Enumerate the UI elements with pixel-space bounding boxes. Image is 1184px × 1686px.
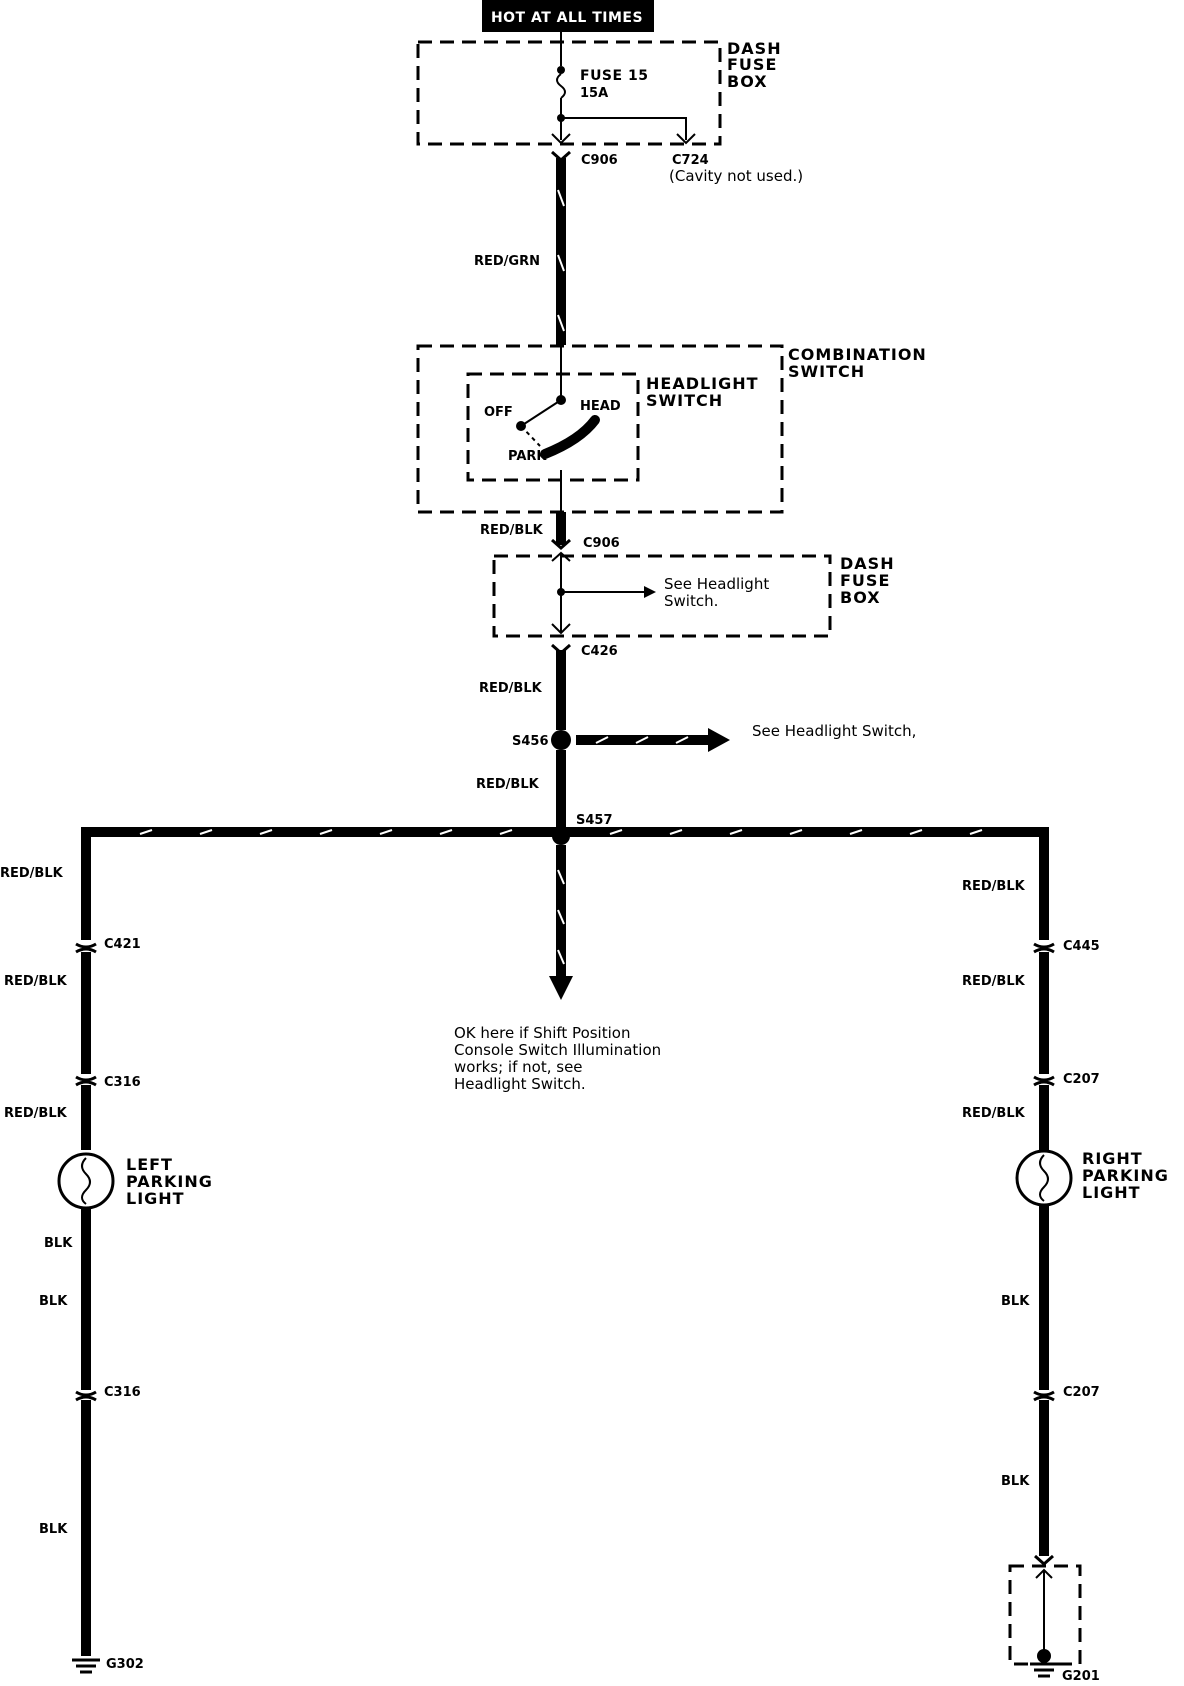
connector-c421: C421 xyxy=(104,937,141,952)
wire-red-blk-upper xyxy=(551,512,571,562)
connector-c445: C445 xyxy=(1063,939,1100,954)
mid-dash-fuse-box: DASH FUSE BOX See Headlight Switch. xyxy=(492,554,895,638)
left-blk-label-1: BLK xyxy=(44,1236,73,1251)
right-light-label-3: LIGHT xyxy=(1082,1183,1141,1202)
top-fuse-box-label-2: FUSE xyxy=(727,55,777,74)
wire-red-blk-c426 xyxy=(551,643,571,730)
top-fuse-box-label-3: BOX xyxy=(727,72,768,91)
left-blk-label-3: BLK xyxy=(39,1522,68,1537)
left-blk-label-2: BLK xyxy=(39,1294,68,1309)
s456-see-headlight-note: See Headlight Switch, xyxy=(752,722,916,740)
center-note-3: works; if not, see xyxy=(454,1058,583,1076)
wire-label-red-grn: RED/GRN xyxy=(474,254,540,269)
splice-s456-label: S456 xyxy=(512,734,549,749)
splice-s457-label: S457 xyxy=(576,813,613,828)
right-blk-label-1: BLK xyxy=(1001,1294,1030,1309)
switch-off-label: OFF xyxy=(484,405,513,420)
wire-label-red-blk-1: RED/BLK xyxy=(480,523,544,538)
top-dash-fuse-box: DASH FUSE BOX FUSE 15 15A xyxy=(416,32,782,146)
right-ground-wire xyxy=(1008,1205,1082,1678)
mid-fuse-box-label-2: FUSE xyxy=(840,571,890,590)
mid-fuse-box-label-1: DASH xyxy=(840,554,895,573)
center-branch-wire xyxy=(549,845,573,1000)
fuse-15-rating: 15A xyxy=(580,86,608,101)
headlight-switch-label-1: HEADLIGHT xyxy=(646,374,759,393)
right-branch-wire xyxy=(1033,840,1055,1150)
center-note-4: Headlight Switch. xyxy=(454,1075,586,1093)
wire-label-red-blk-3: RED/BLK xyxy=(476,777,540,792)
fuse-15-label: FUSE 15 xyxy=(580,68,648,84)
connector-c207-right-upper: C207 xyxy=(1063,1072,1100,1087)
splice-s457 xyxy=(81,827,1049,845)
wire-red-grn xyxy=(551,150,571,345)
connector-c316-left-lower: C316 xyxy=(104,1385,141,1400)
left-light-label-1: LEFT xyxy=(126,1155,173,1174)
combination-switch: COMBINATION SWITCH HEADLIGHT SWITCH OFF … xyxy=(416,344,927,514)
right-blk-label-2: BLK xyxy=(1001,1474,1030,1489)
left-light-label-2: PARKING xyxy=(126,1172,213,1191)
fuse-15-symbol xyxy=(556,73,566,99)
center-note-2: Console Switch Illumination xyxy=(454,1041,661,1059)
headlight-switch-label-2: SWITCH xyxy=(646,391,723,410)
connector-c906-mid: C906 xyxy=(583,536,620,551)
left-wire-label-2: RED/BLK xyxy=(4,974,68,989)
ground-g302: G302 xyxy=(106,1657,144,1672)
left-wire-label-1: RED/BLK xyxy=(0,866,64,881)
switch-park-label: PARK xyxy=(508,449,547,464)
combination-switch-label-2: SWITCH xyxy=(788,362,865,381)
center-note-1: OK here if Shift Position xyxy=(454,1024,630,1042)
hot-at-all-times-text: HOT AT ALL TIMES xyxy=(491,10,643,26)
right-wire-label-3: RED/BLK xyxy=(962,1106,1026,1121)
connector-c207-right-lower: C207 xyxy=(1063,1385,1100,1400)
left-light-label-3: LIGHT xyxy=(126,1189,185,1208)
splice-s456 xyxy=(551,728,730,752)
mid-fuse-note-1: See Headlight xyxy=(664,575,769,593)
left-wire-label-3: RED/BLK xyxy=(4,1106,68,1121)
mid-fuse-box-label-3: BOX xyxy=(840,588,881,607)
right-light-label-1: RIGHT xyxy=(1082,1149,1143,1168)
wire-label-red-blk-2: RED/BLK xyxy=(479,681,543,696)
right-wire-label-1: RED/BLK xyxy=(962,879,1026,894)
connector-c426: C426 xyxy=(581,644,618,659)
c724-cavity-note: (Cavity not used.) xyxy=(669,167,803,185)
connector-c906-top: C906 xyxy=(581,153,618,168)
ground-g201: G201 xyxy=(1062,1669,1100,1684)
right-wire-label-2: RED/BLK xyxy=(962,974,1026,989)
left-ground-wire xyxy=(72,1208,100,1674)
top-fuse-box-label-1: DASH xyxy=(727,39,782,58)
connector-c316-left-upper: C316 xyxy=(104,1075,141,1090)
left-parking-light-bulb xyxy=(57,1152,115,1210)
hot-at-all-times-header: HOT AT ALL TIMES xyxy=(482,0,654,32)
connector-c724: C724 xyxy=(672,153,709,168)
left-branch-wire xyxy=(75,840,97,1150)
right-parking-light-bulb xyxy=(1015,1149,1073,1207)
switch-head-label: HEAD xyxy=(580,399,621,414)
combination-switch-label-1: COMBINATION xyxy=(788,345,927,364)
right-light-label-2: PARKING xyxy=(1082,1166,1169,1185)
mid-fuse-note-2: Switch. xyxy=(664,592,718,610)
